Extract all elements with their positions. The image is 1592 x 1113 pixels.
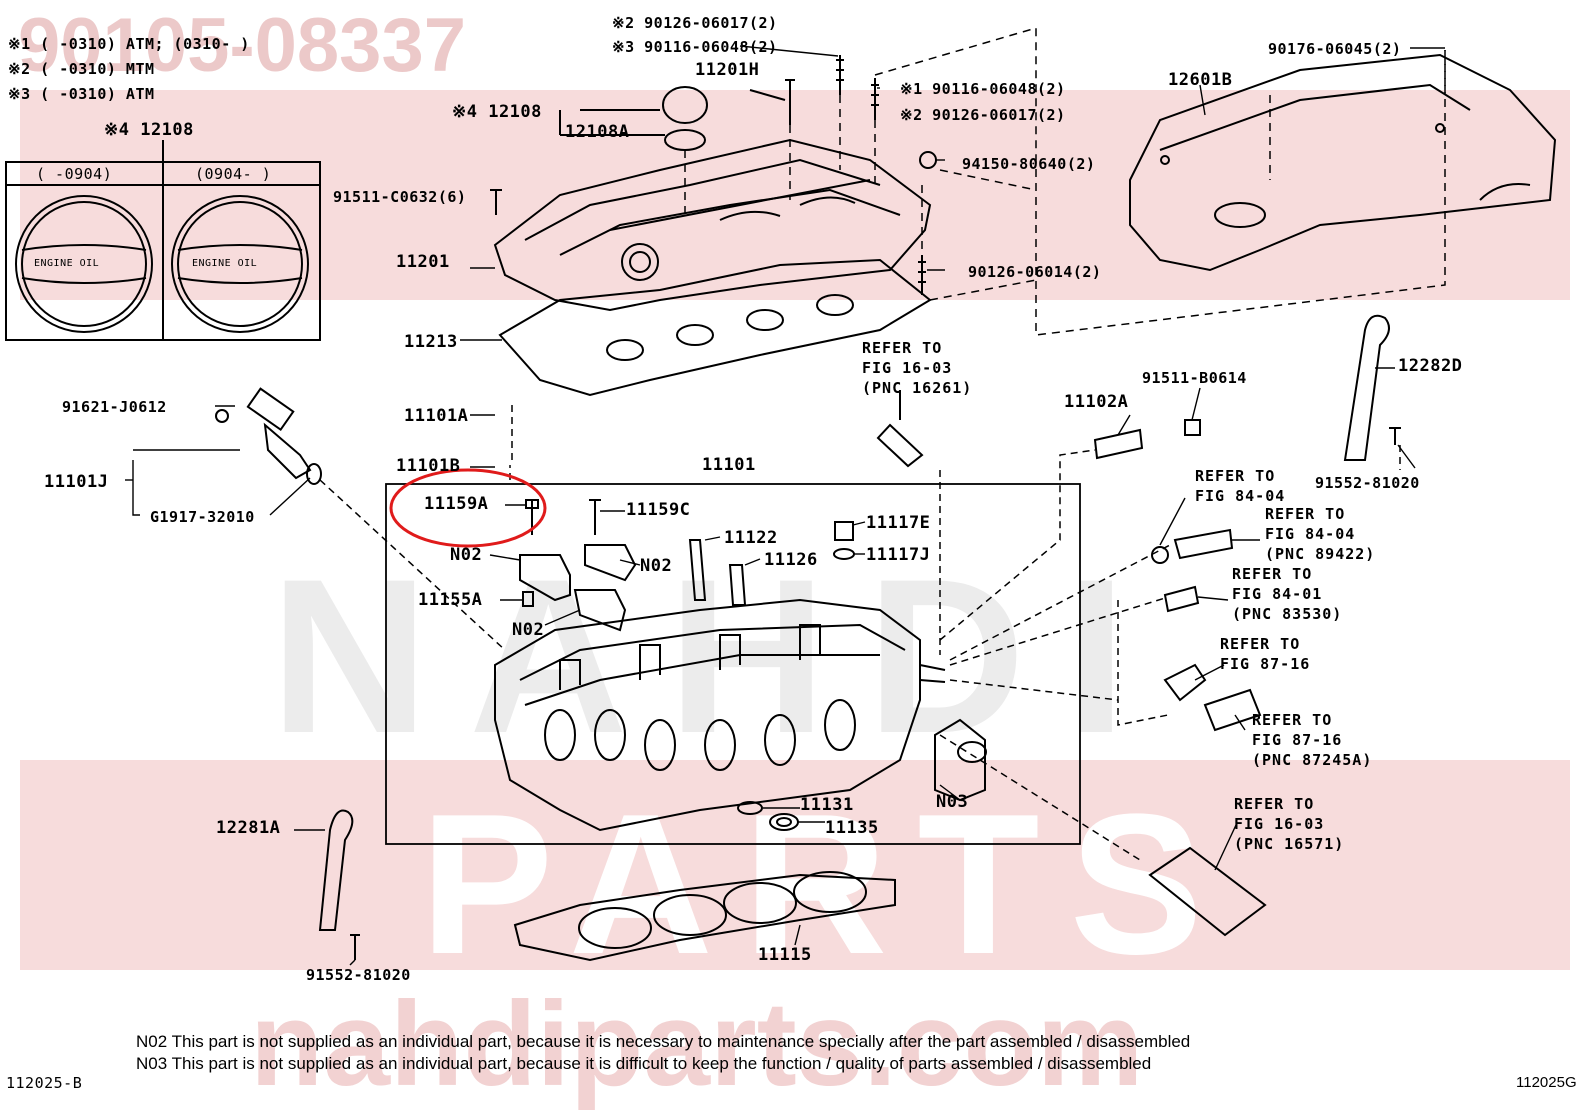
- label-11101J[interactable]: 11101J: [44, 472, 109, 492]
- refer-fig-84-01[interactable]: REFER TO FIG 84-01 (PNC 83530): [1232, 564, 1342, 624]
- refer-line: FIG 16-03: [1234, 815, 1325, 833]
- refer-fig-87-16-a[interactable]: REFER TO FIG 87-16: [1220, 634, 1310, 674]
- refer-fig-16-03-b[interactable]: REFER TO FIG 16-03 (PNC 16571): [1234, 794, 1344, 854]
- cap-inset-right-header: (0904- ): [195, 165, 272, 183]
- refer-line: FIG 16-03: [862, 359, 953, 377]
- refer-line: (PNC 83530): [1232, 605, 1343, 623]
- cap-old-text: ENGINE OIL: [34, 258, 100, 269]
- refer-line: FIG 84-04: [1265, 525, 1356, 543]
- label-90126-06017-right[interactable]: ※2 90126-06017(2): [900, 106, 1066, 124]
- label-12281A[interactable]: 12281A: [216, 818, 281, 838]
- note-2: ※2 ( -0310) MTM: [8, 60, 155, 78]
- label-11155A[interactable]: 11155A: [418, 590, 483, 610]
- figure-code-left: 112025-B: [6, 1074, 83, 1092]
- refer-line: (PNC 87245A): [1252, 751, 1373, 769]
- refer-fig-84-04-b[interactable]: REFER TO FIG 84-04 (PNC 89422): [1265, 504, 1375, 564]
- label-N02-a[interactable]: N02: [450, 545, 483, 565]
- label-91511-C0632[interactable]: 91511-C0632(6): [333, 188, 467, 206]
- label-11101B[interactable]: 11101B: [396, 456, 461, 476]
- label-91552-81020-left[interactable]: 91552-81020: [306, 966, 411, 984]
- label-91511-B0614[interactable]: 91511-B0614: [1142, 369, 1247, 387]
- label-11117J[interactable]: 11117J: [866, 545, 931, 565]
- refer-line: FIG 87-16: [1220, 655, 1311, 673]
- label-11102A[interactable]: 11102A: [1064, 392, 1129, 412]
- label-91621-J0612[interactable]: 91621-J0612: [62, 398, 167, 416]
- label-12108-star[interactable]: ※4 12108: [452, 102, 542, 122]
- oil-cap-old-icon: [15, 195, 153, 333]
- refer-fig-16-03-a[interactable]: REFER TO FIG 16-03 (PNC 16261): [862, 338, 972, 398]
- refer-line: (PNC 16261): [862, 379, 973, 397]
- refer-line: (PNC 89422): [1265, 545, 1376, 563]
- label-11131[interactable]: 11131: [800, 795, 854, 815]
- label-N02-c[interactable]: N02: [512, 620, 545, 640]
- label-90116-06048-right[interactable]: ※1 90116-06048(2): [900, 80, 1066, 98]
- valve-cover-shape: [493, 138, 932, 312]
- label-11101A[interactable]: 11101A: [404, 406, 469, 426]
- refer-line: (PNC 16571): [1234, 835, 1345, 853]
- highlight-circle: [389, 468, 547, 548]
- refer-line: REFER TO: [1220, 635, 1301, 653]
- refer-fig-87-16-b[interactable]: REFER TO FIG 87-16 (PNC 87245A): [1252, 710, 1372, 770]
- cam-cap-a-shape: [519, 554, 571, 602]
- refer-line: FIG 87-16: [1252, 731, 1343, 749]
- footnote-n02: N02 This part is not supplied as an indi…: [136, 1032, 1191, 1051]
- gasket-shape: [498, 258, 932, 397]
- cap-inset-title: ※4 12108: [104, 120, 194, 140]
- note-3: ※3 ( -0310) ATM: [8, 85, 155, 103]
- cylinder-head-shape: [494, 598, 946, 832]
- refer-line: REFER TO: [1232, 565, 1313, 583]
- cylinder-head-box: [385, 483, 1081, 845]
- bracket-right-shape: [1343, 314, 1390, 461]
- cap-new-text: ENGINE OIL: [192, 258, 258, 269]
- label-11201[interactable]: 11201: [396, 252, 450, 272]
- cam-cap-b-shape: [584, 544, 637, 582]
- label-N03[interactable]: N03: [936, 792, 969, 812]
- oil-cap-new-icon: [171, 195, 309, 333]
- refer-line: REFER TO: [1265, 505, 1346, 523]
- refer-line: REFER TO: [862, 339, 943, 357]
- refer-line: FIG 84-04: [1195, 487, 1286, 505]
- footnote-n03: N03 This part is not supplied as an indi…: [136, 1054, 1152, 1073]
- label-11117E[interactable]: 11117E: [866, 513, 931, 533]
- note-1: ※1 ( -0310) ATM; (0310- ): [8, 35, 250, 53]
- refer-fig-84-04-a[interactable]: REFER TO FIG 84-04: [1195, 466, 1285, 506]
- bracket-left-shape: [318, 809, 354, 931]
- label-11115[interactable]: 11115: [758, 945, 812, 965]
- label-11159A[interactable]: 11159A: [424, 494, 489, 514]
- refer-line: REFER TO: [1195, 467, 1276, 485]
- cap-inset-left-header: ( -0904): [36, 165, 113, 183]
- label-90126-06014[interactable]: 90126-06014(2): [968, 263, 1102, 281]
- engine-cover-shape: [1129, 53, 1557, 272]
- label-N02-b[interactable]: N02: [640, 556, 673, 576]
- label-11126[interactable]: 11126: [764, 550, 818, 570]
- label-11201H[interactable]: 11201H: [695, 60, 760, 80]
- label-91552-81020-right[interactable]: 91552-81020: [1315, 474, 1420, 492]
- label-11213[interactable]: 11213: [404, 332, 458, 352]
- refer-line: REFER TO: [1252, 711, 1333, 729]
- label-G1917-32010[interactable]: G1917-32010: [150, 508, 255, 526]
- label-11159C[interactable]: 11159C: [626, 500, 691, 520]
- label-11101[interactable]: 11101: [702, 455, 756, 475]
- label-94150-80640[interactable]: 94150-80640(2): [962, 155, 1096, 173]
- label-90126-06017-top[interactable]: ※2 90126-06017(2): [612, 14, 778, 32]
- refer-line: REFER TO: [1234, 795, 1315, 813]
- label-90116-06048-top[interactable]: ※3 90116-06048(2): [612, 38, 778, 56]
- label-11122[interactable]: 11122: [724, 528, 778, 548]
- refer-line: FIG 84-01: [1232, 585, 1323, 603]
- label-12601B[interactable]: 12601B: [1168, 70, 1233, 90]
- label-12108A[interactable]: 12108A: [565, 122, 630, 142]
- figure-code-right: 112025G: [1516, 1074, 1577, 1091]
- head-gasket-shape: [513, 871, 896, 962]
- label-11135[interactable]: 11135: [825, 818, 879, 838]
- label-90176-06045[interactable]: 90176-06045(2): [1268, 40, 1402, 58]
- oil-control-valve-shape: [215, 387, 322, 485]
- label-12282D[interactable]: 12282D: [1398, 356, 1463, 376]
